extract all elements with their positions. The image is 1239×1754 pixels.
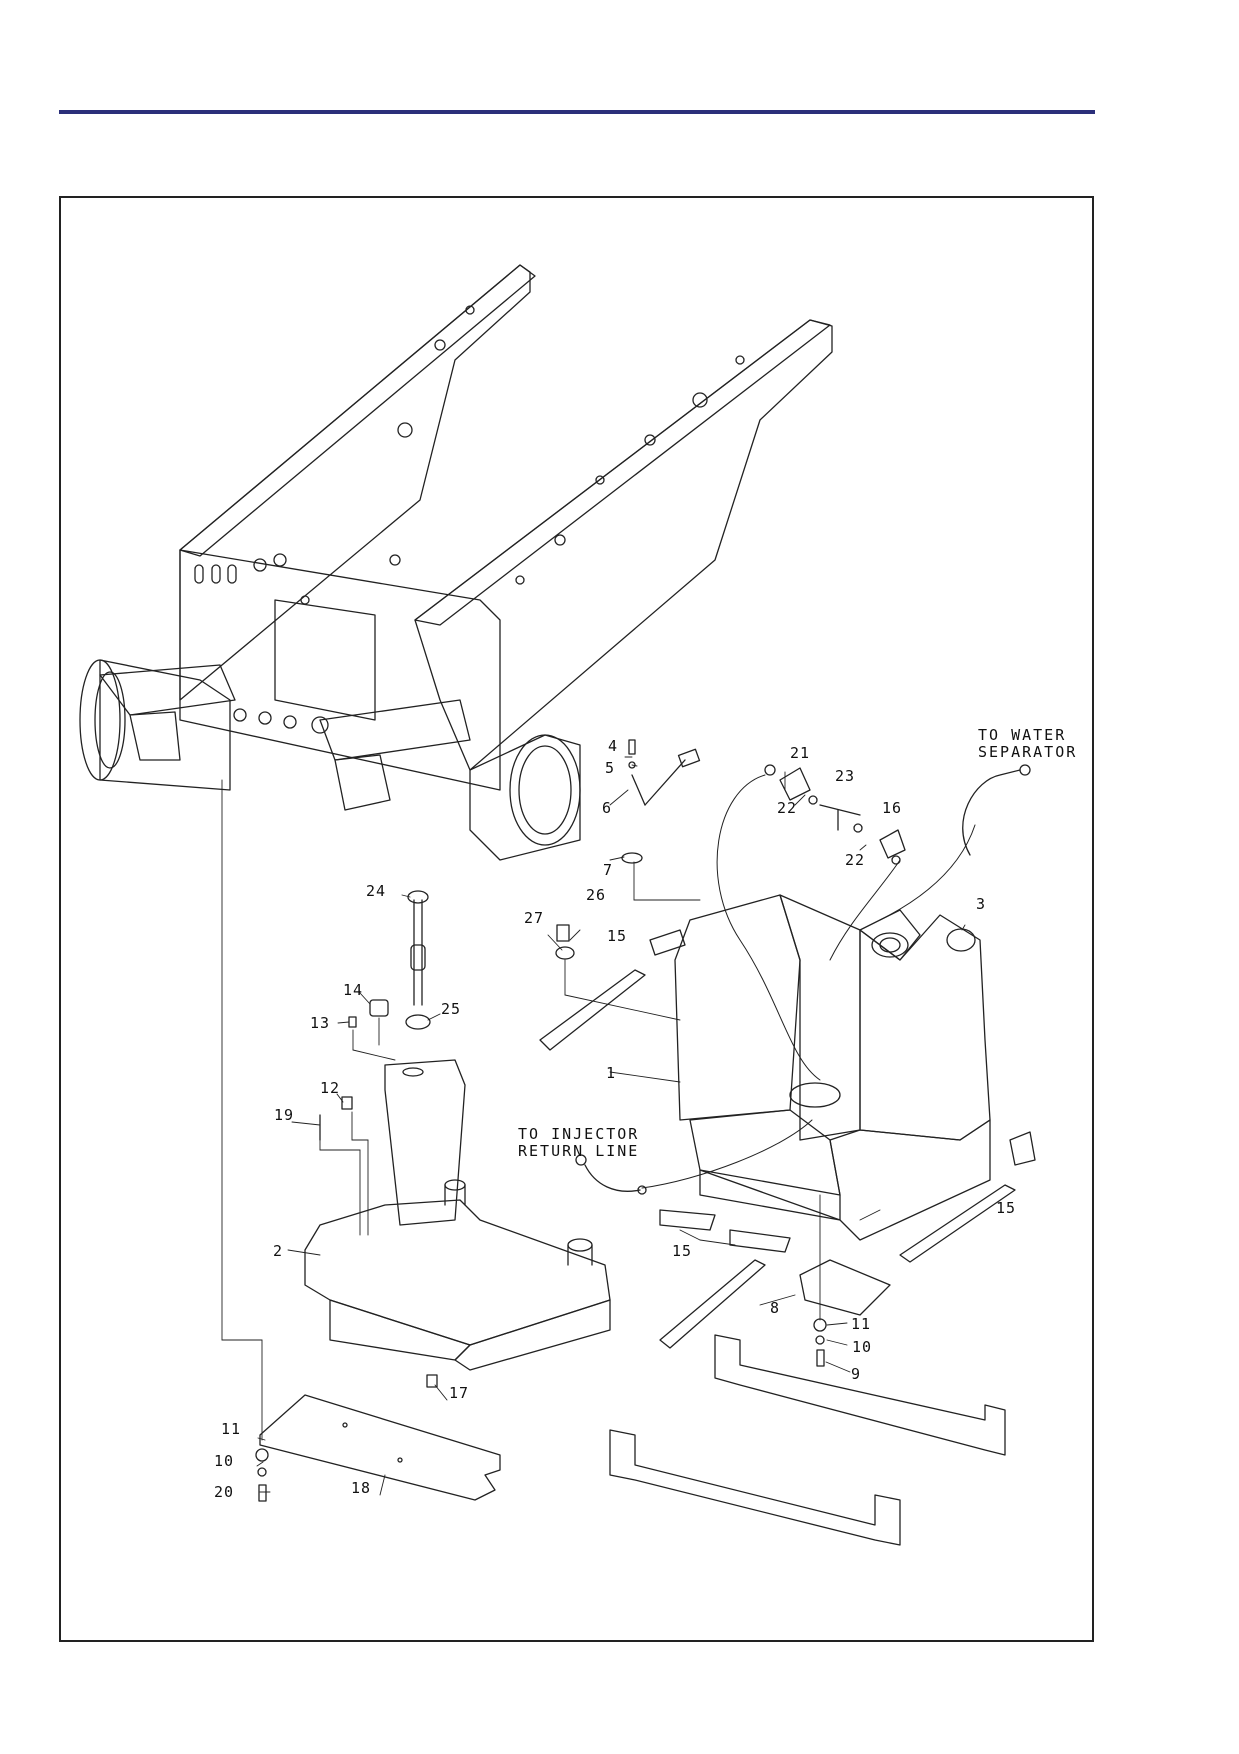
callout-4: 4 (608, 737, 619, 755)
callout-13: 13 (310, 1014, 331, 1032)
callout-22-lower: 22 (845, 851, 866, 869)
small-parts (255, 739, 1031, 1502)
callout-27: 27 (524, 909, 545, 927)
callout-17: 17 (449, 1384, 470, 1402)
callout-18: 18 (351, 1479, 372, 1497)
callout-16: 16 (882, 799, 903, 817)
callout-15-right: 15 (996, 1199, 1017, 1217)
callout-9: 9 (851, 1365, 862, 1383)
callout-10-left: 10 (214, 1452, 235, 1470)
callout-2: 2 (273, 1242, 284, 1260)
callout-19: 19 (274, 1106, 295, 1124)
callout-3: 3 (976, 895, 987, 913)
callout-14: 14 (343, 981, 364, 999)
callout-8: 8 (770, 1299, 781, 1317)
callout-23: 23 (835, 767, 856, 785)
fuel-tank-small (304, 1059, 611, 1371)
callout-7: 7 (603, 861, 614, 879)
callout-5: 5 (605, 759, 616, 777)
chassis-frame (79, 264, 833, 861)
callout-10-right: 10 (852, 1338, 873, 1356)
callout-1: 1 (606, 1064, 617, 1082)
note-injector-return-line2: RETURN LINE (518, 1142, 640, 1160)
diagram-frame (59, 196, 1094, 1642)
callout-11-right: 11 (851, 1315, 872, 1333)
callout-12: 12 (320, 1079, 341, 1097)
header-rule (59, 110, 1095, 114)
callout-26: 26 (586, 886, 607, 904)
callout-15-top: 15 (607, 927, 628, 945)
note-water-separator-line2: SEPARATOR (978, 743, 1078, 761)
callout-22-upper: 22 (777, 799, 798, 817)
fuel-lines (641, 774, 976, 1189)
tank-strap-bars (539, 929, 1036, 1349)
leader-lines (221, 756, 966, 1496)
callout-6: 6 (602, 799, 613, 817)
note-water-separator-line1: TO WATER (978, 726, 1067, 744)
note-injector-return-line1: TO INJECTOR (518, 1125, 640, 1143)
fuel-tank-large (674, 894, 991, 1241)
callout-11-left: 11 (221, 1420, 242, 1438)
mounting-brackets (609, 1334, 1006, 1546)
callout-21: 21 (790, 744, 811, 762)
callout-24: 24 (366, 882, 387, 900)
callout-20: 20 (214, 1483, 235, 1501)
callout-15-lower: 15 (672, 1242, 693, 1260)
callout-25: 25 (441, 1000, 462, 1018)
cover-plates (259, 1259, 891, 1501)
